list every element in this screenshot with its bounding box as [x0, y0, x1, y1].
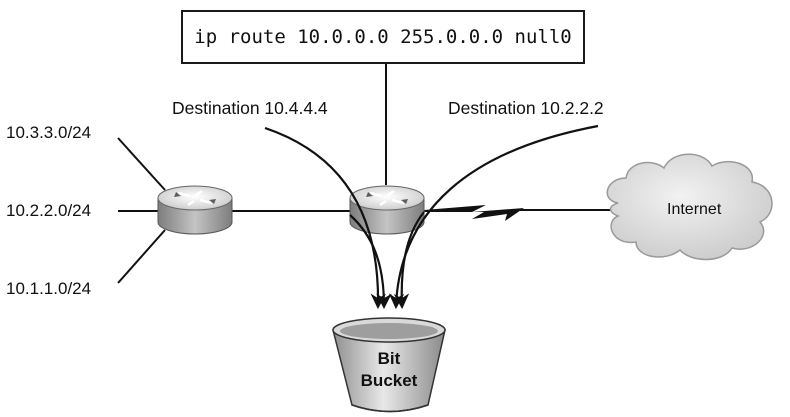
destination-label-right: Destination 10.2.2.2	[448, 98, 604, 118]
network-label-2: 10.2.2.0/24	[6, 201, 92, 220]
route-curve-inner-right	[393, 211, 425, 310]
cloud-label: Internet	[667, 201, 722, 218]
bucket-label-line1: Bit	[377, 349, 401, 368]
route-curve-inner	[349, 214, 392, 310]
network-line-10-1	[117, 229, 166, 284]
command-box: ip route 10.0.0.0 255.0.0.0 null0	[181, 10, 585, 64]
command-text: ip route 10.0.0.0 255.0.0.0 null0	[194, 26, 572, 48]
serial-link-icon	[424, 205, 524, 221]
router-icon	[349, 185, 425, 235]
route-curve-10-2-2-2	[388, 124, 599, 310]
bucket-icon	[332, 317, 446, 413]
network-label-3: 10.1.1.0/24	[6, 279, 92, 298]
bucket-label-line2: Bucket	[360, 371, 418, 390]
network-label-1: 10.3.3.0/24	[6, 123, 92, 142]
network-line-10-3	[117, 137, 166, 191]
cloud-icon	[606, 153, 773, 261]
destination-label-left: Destination 10.4.4.4	[172, 98, 328, 118]
router-icon	[157, 185, 233, 235]
route-curve-10-4-4-4	[264, 126, 386, 310]
